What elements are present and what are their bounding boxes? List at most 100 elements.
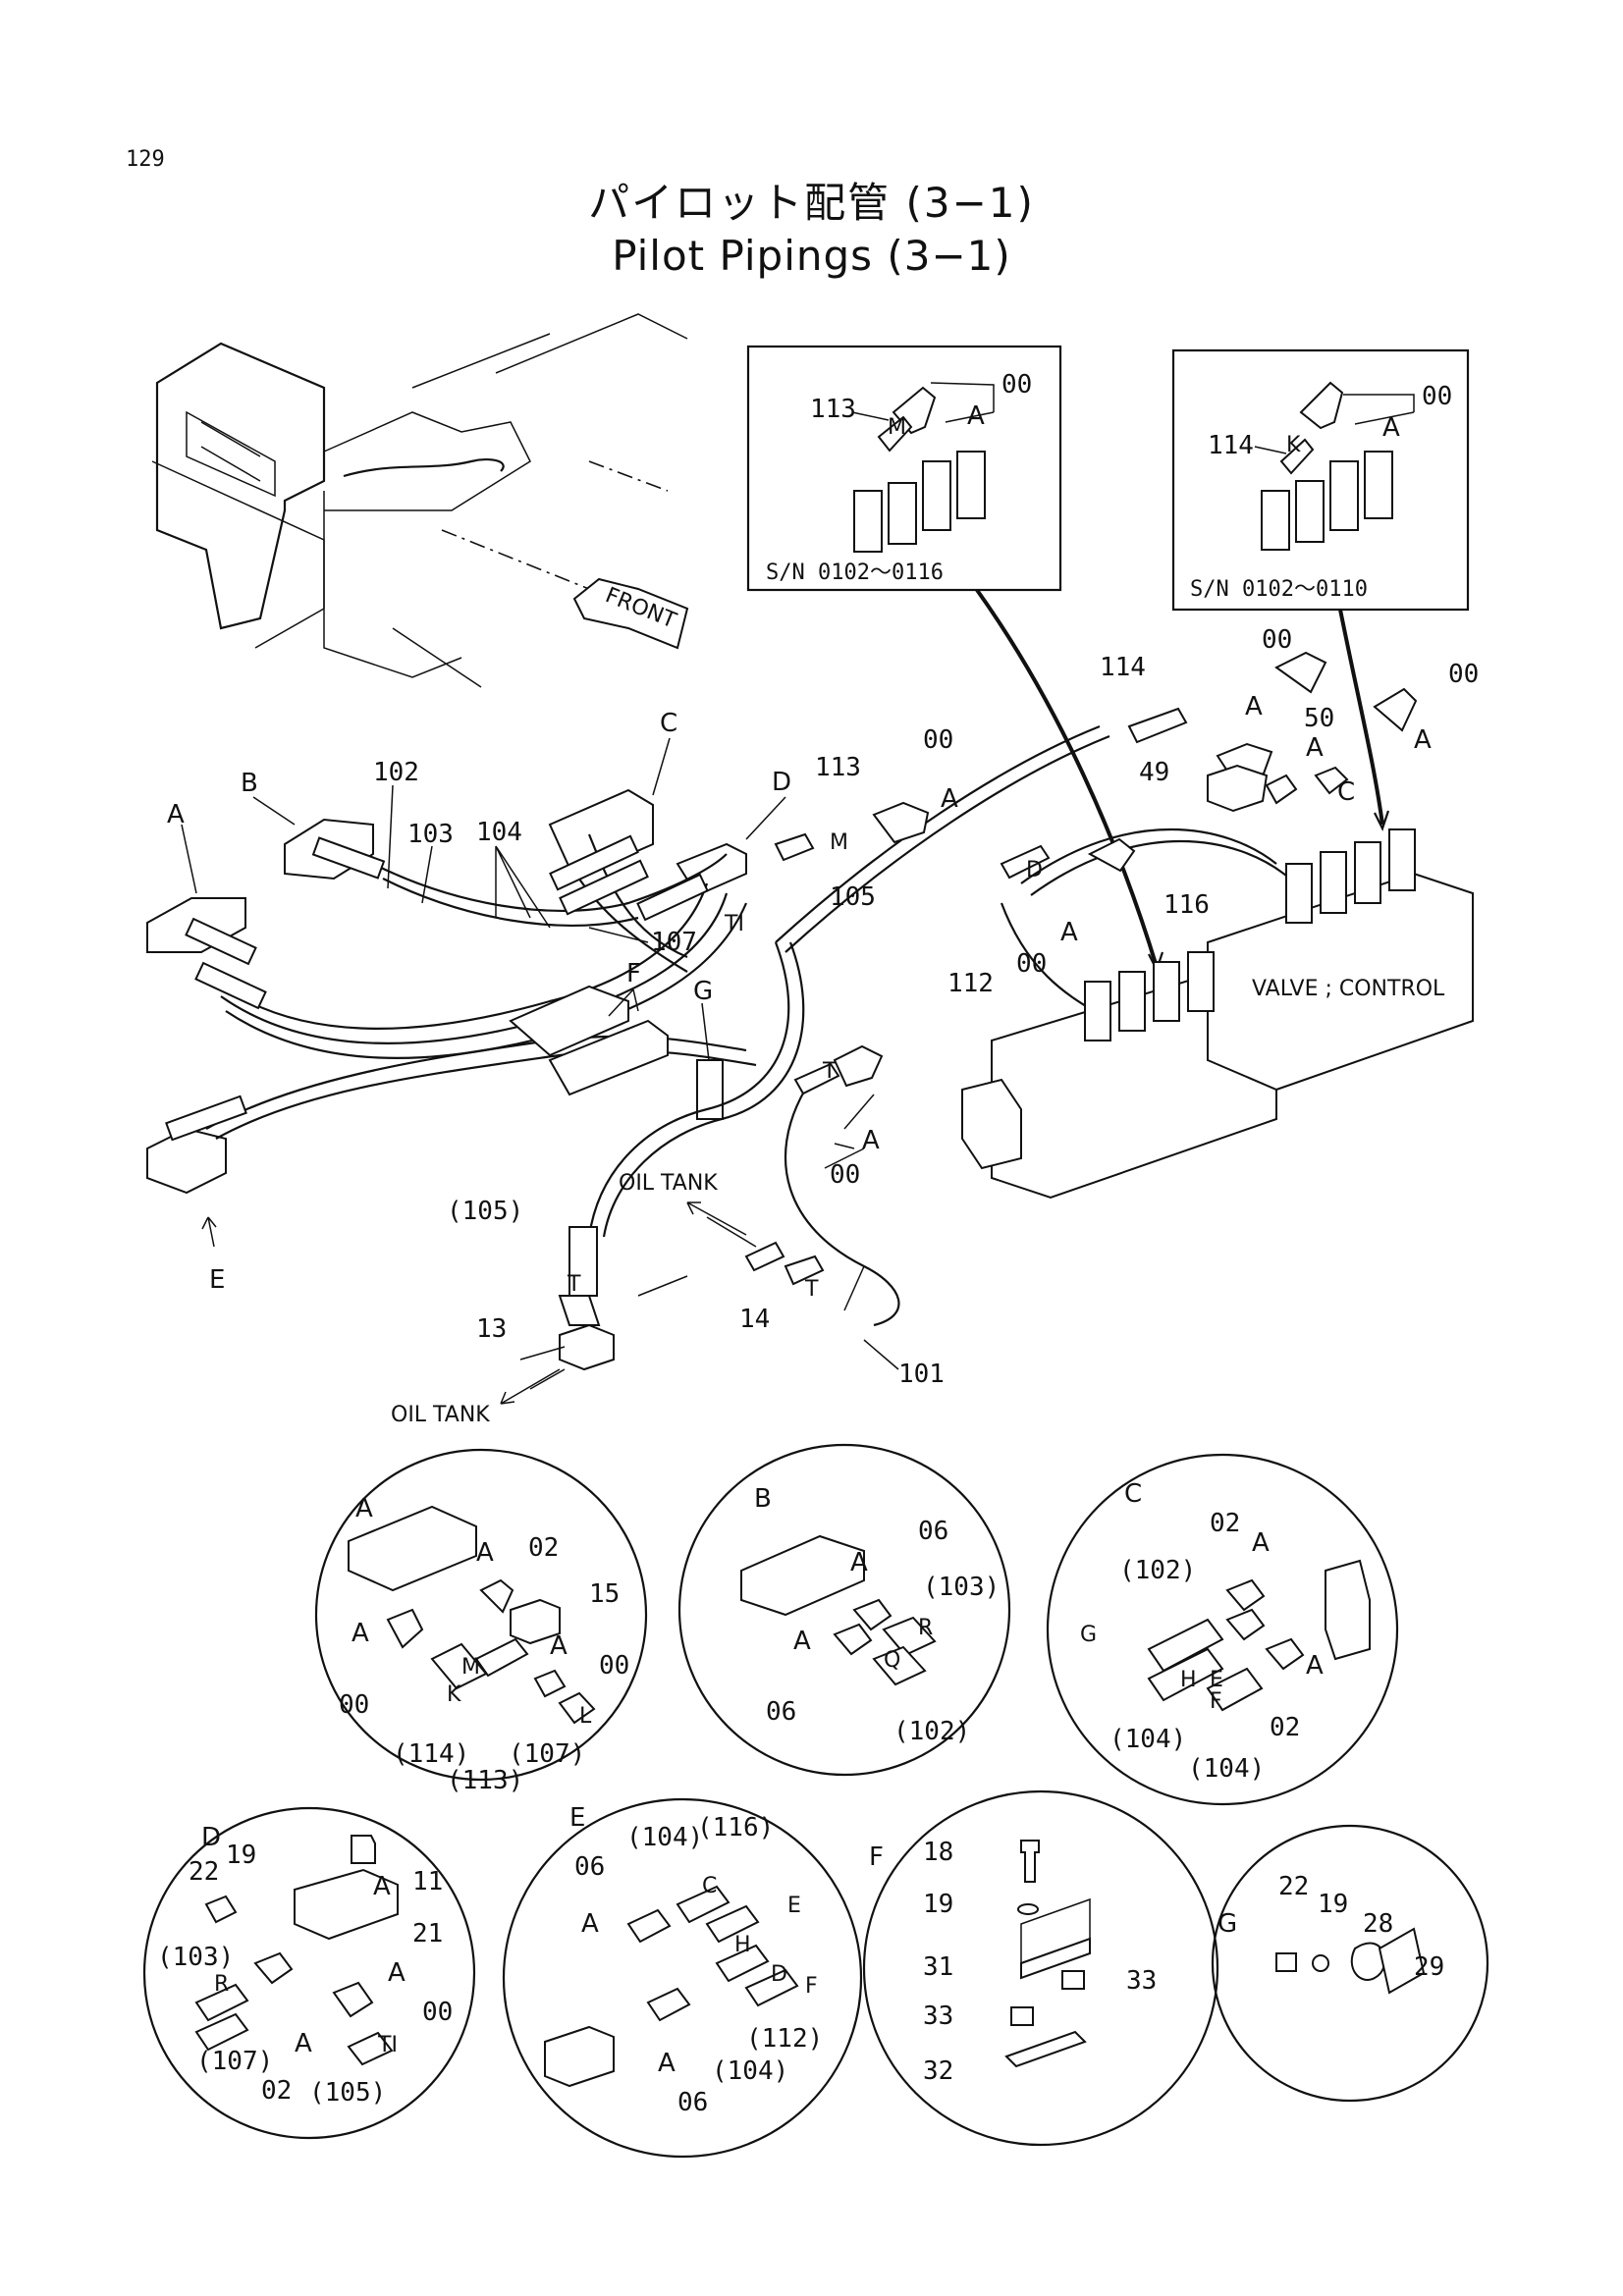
detail-e-104: (104) [626, 1823, 703, 1852]
detail-c-02: 02 [1210, 1509, 1240, 1538]
detail-g-28: 28 [1363, 1909, 1393, 1939]
view-letter-d: D [772, 768, 791, 797]
detail-e-06: 06 [574, 1852, 605, 1882]
callout-00-d: 00 [1448, 660, 1479, 689]
detail-g-22: 22 [1278, 1872, 1309, 1901]
detail-e-letter: E [569, 1803, 585, 1833]
inset1-serial: S/N 0102～0116 [766, 561, 944, 585]
detail-view-d: D 19 22 11 A 21 (103) R A 00 (107) A 02 … [142, 1806, 476, 2140]
detail-e-f: F [805, 1974, 818, 1999]
detail-c-oring: A [1252, 1528, 1270, 1558]
detail-b-r: R [918, 1616, 933, 1640]
detail-a-k: K [447, 1682, 461, 1707]
detail-f-19: 19 [923, 1890, 953, 1919]
detail-e-104-2: (104) [712, 2056, 788, 2086]
inset-serial-0102-0116: 113 M 00 A S/N 0102～0116 [746, 345, 1164, 973]
callout-t-2: T [804, 1277, 819, 1302]
callout-49: 49 [1139, 758, 1169, 787]
callout-105-paren: (105) [447, 1197, 523, 1226]
page-number: 129 [126, 147, 165, 172]
detail-a-letter: A [355, 1494, 373, 1523]
detail-e-oring-2: A [658, 2049, 676, 2078]
detail-c-letter: C [1124, 1479, 1142, 1509]
detail-c-104: (104) [1109, 1725, 1186, 1754]
inset1-part-label: 113 [810, 395, 856, 424]
callout-101: 101 [898, 1360, 945, 1389]
view-letter-b: B [241, 769, 258, 798]
detail-c-02-2: 02 [1270, 1713, 1300, 1742]
detail-g-29: 29 [1414, 1952, 1444, 1982]
detail-d-oring-3: A [295, 2029, 312, 2058]
detail-f-18: 18 [923, 1838, 953, 1867]
callout-a-1: A [941, 784, 958, 814]
detail-a-00: 00 [599, 1651, 629, 1681]
detail-e-d: D [771, 1962, 787, 1987]
detail-a-m: M [461, 1655, 480, 1680]
page-title-english: Pilot Pipings (3−1) [612, 232, 1011, 280]
callout-104: 104 [476, 818, 522, 847]
callout-50: 50 [1304, 704, 1334, 733]
detail-c-h: H [1180, 1668, 1197, 1692]
callout-00-b: 00 [1016, 949, 1047, 979]
detail-b-103: (103) [923, 1573, 1000, 1602]
callout-102: 102 [373, 758, 419, 787]
detail-d-11: 11 [412, 1867, 443, 1896]
callout-114: 114 [1100, 653, 1146, 682]
detail-c-oring-2: A [1306, 1651, 1324, 1681]
detail-view-e: E (104) (116) 06 C E A H D F (112) A (10… [502, 1797, 863, 2159]
detail-d-02: 02 [261, 2076, 292, 2106]
detail-e-06-2: 06 [677, 2088, 708, 2117]
detail-a-113: (113) [447, 1766, 523, 1795]
view-letter-f: F [626, 959, 641, 988]
callout-a-3: A [1245, 692, 1263, 721]
callout-113: 113 [815, 753, 861, 782]
detail-b-06: 06 [918, 1517, 948, 1546]
detail-e-h: H [734, 1933, 751, 1957]
detail-d-19: 19 [226, 1841, 256, 1870]
detail-f-32: 32 [923, 2056, 953, 2086]
detail-d-oring: A [373, 1872, 391, 1901]
callout-00-e: 00 [830, 1160, 860, 1190]
detail-a-114: (114) [393, 1739, 469, 1769]
detail-c-e: E [1210, 1668, 1223, 1692]
view-letter-a: A [167, 800, 185, 829]
callout-a-6: A [862, 1126, 880, 1155]
detail-a-oring: A [476, 1538, 494, 1568]
oil-tank-label-2: OIL TANK [391, 1403, 490, 1427]
main-piping-assembly: T [146, 651, 1474, 1390]
detail-d-107: (107) [196, 2047, 273, 2076]
detail-view-f: F 18 19 31 33 33 32 [862, 1789, 1219, 2147]
detail-d-ti: TI [377, 2033, 398, 2057]
inset2-fitting: 00 [1422, 382, 1452, 411]
detail-a-oring-2: A [550, 1631, 568, 1661]
view-letter-g: G [693, 977, 713, 1006]
callout-112: 112 [947, 969, 994, 998]
detail-f-33-2: 33 [923, 2002, 953, 2031]
detail-a-00-2: 00 [339, 1690, 369, 1720]
detail-e-c: C [702, 1874, 717, 1898]
valve-control-label: VALVE ; CONTROL [1252, 977, 1445, 1001]
callout-00-a: 00 [923, 725, 953, 755]
oil-tank-label-1: OIL TANK [619, 1171, 718, 1196]
inset1-oring: A [967, 401, 985, 431]
detail-b-letter: B [754, 1484, 772, 1514]
detail-a-107: (107) [509, 1739, 585, 1769]
detail-e-e: E [787, 1894, 801, 1918]
detail-e-116: (116) [697, 1813, 774, 1842]
detail-b-q: Q [884, 1648, 900, 1673]
detail-a-l: L [579, 1704, 592, 1729]
inset2-letter: K [1286, 433, 1301, 457]
detail-d-22: 22 [189, 1857, 219, 1887]
inset2-serial: S/N 0102～0110 [1190, 577, 1368, 602]
detail-b-06-2: 06 [766, 1697, 796, 1727]
detail-f-33: 33 [1126, 1966, 1157, 1996]
detail-d-21: 21 [412, 1919, 443, 1949]
callout-a-2: A [1060, 918, 1078, 947]
detail-d-r: R [214, 1972, 229, 1997]
callout-t-1: T [822, 1059, 837, 1084]
inset2-part-label: 114 [1208, 431, 1254, 460]
detail-a-02: 02 [528, 1533, 559, 1563]
detail-f-letter: F [869, 1842, 884, 1872]
title-block: パイロット配管 (3−1) Pilot Pipings (3−1) [0, 177, 1623, 283]
callout-105-t: T [567, 1272, 581, 1297]
